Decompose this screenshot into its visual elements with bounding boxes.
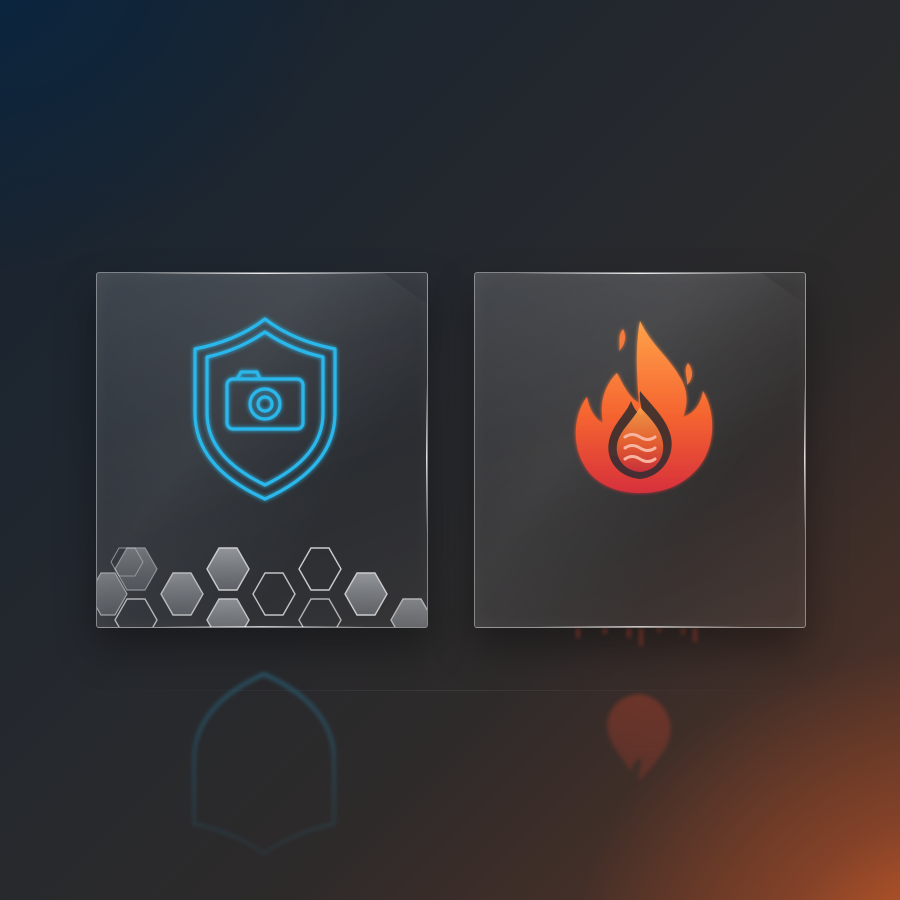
privacy-card-reflection [96, 628, 426, 900]
camera-icon [225, 370, 305, 431]
glass-edge-highlight [426, 383, 427, 533]
hexagon-pattern [97, 547, 427, 627]
heat-waves-icon [623, 433, 657, 463]
shield-icon [193, 317, 337, 501]
audio-waveform-icon [549, 525, 731, 587]
floor-highlight [80, 690, 820, 691]
glass-edge-highlight [157, 626, 367, 627]
glass-edge-highlight [804, 383, 805, 533]
fire-audio-card-art [549, 321, 731, 587]
privacy-card [96, 272, 428, 628]
glass-edge-highlight [137, 273, 387, 274]
glass-edge-highlight [535, 626, 745, 627]
flame-icon [575, 321, 713, 493]
privacy-card-art [97, 317, 427, 627]
fire-audio-card [474, 272, 806, 628]
glass-edge-highlight [515, 273, 765, 274]
fire-audio-card-reflection [474, 628, 804, 900]
